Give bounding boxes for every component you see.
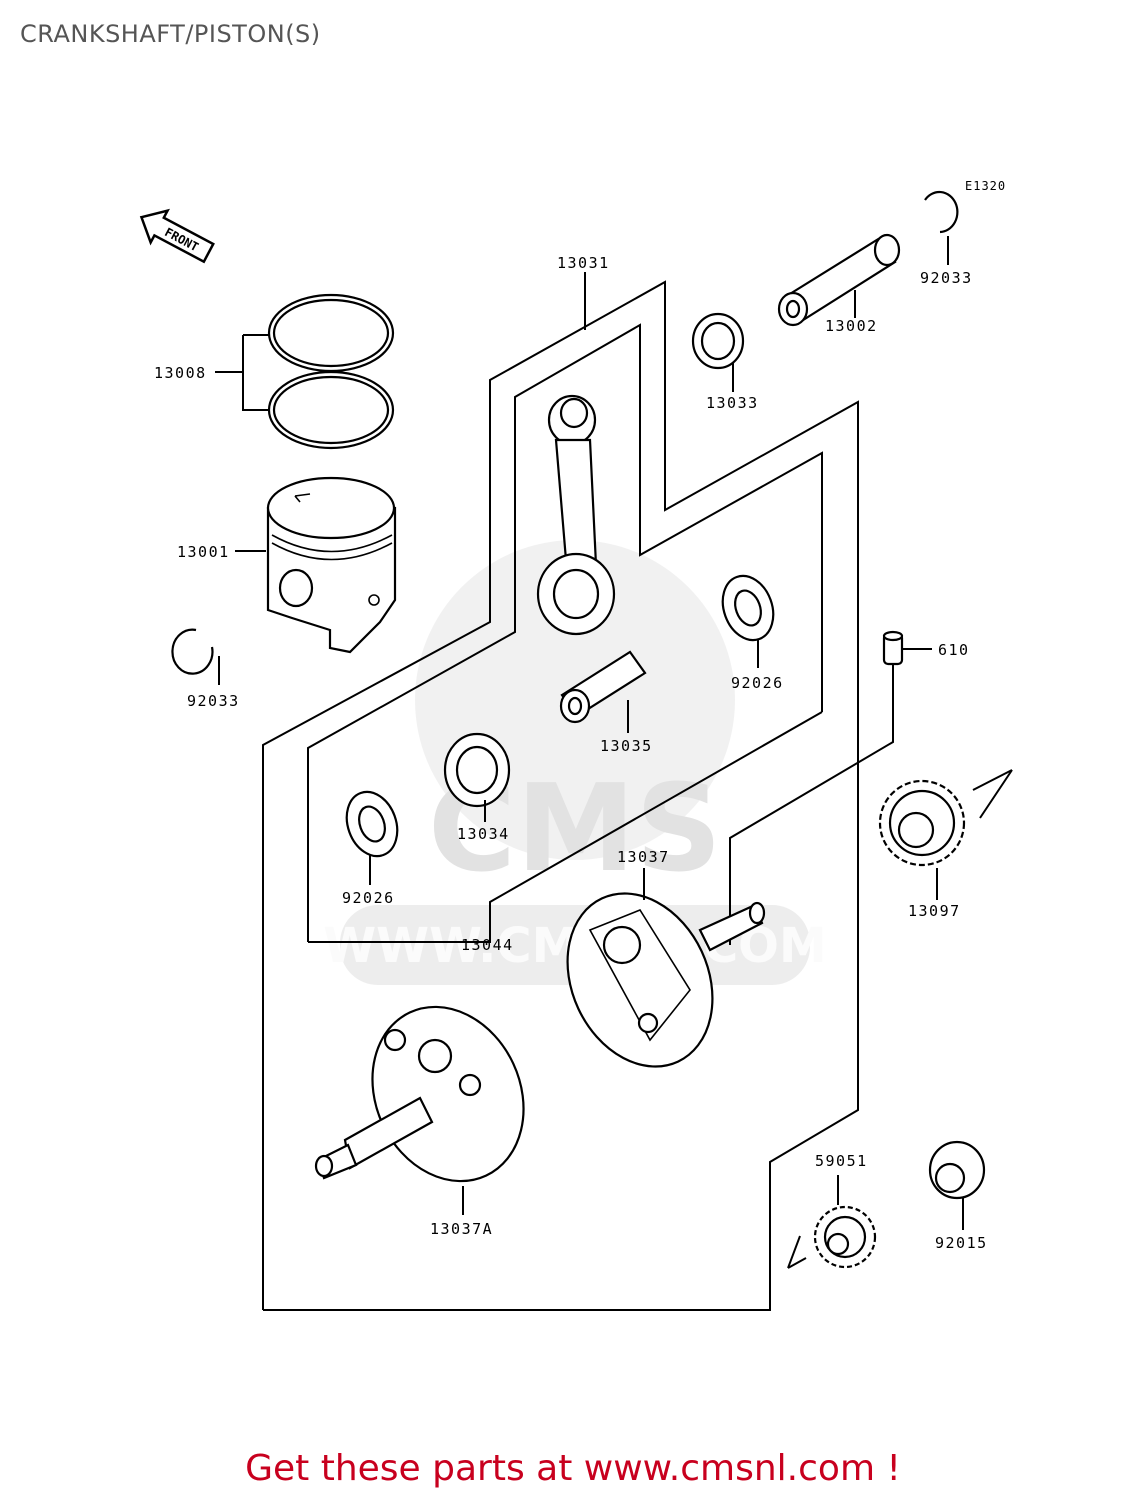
- piston-pin: [777, 233, 901, 327]
- part-label: 610: [938, 641, 970, 659]
- part-label: 92033: [187, 692, 240, 710]
- part-label: 13002: [825, 317, 878, 335]
- part-label: 13037: [617, 848, 670, 866]
- needle-bearing-big-end: [443, 732, 511, 822]
- group-outline-610: [729, 665, 894, 945]
- part-label: 13001: [177, 543, 230, 561]
- part-label: 13008: [154, 364, 207, 382]
- front-arrow-icon: FRONT: [139, 208, 215, 264]
- part-label: 92026: [342, 889, 395, 907]
- part-label: 13033: [706, 394, 759, 412]
- thrust-washer-left: [345, 790, 399, 885]
- crankshaft-half-left: [314, 1005, 525, 1215]
- part-label: 13097: [908, 902, 961, 920]
- part-label: 92026: [731, 674, 784, 692]
- dowel-pin: [882, 630, 932, 666]
- connecting-rod: [536, 272, 616, 636]
- part-label: 59051: [815, 1152, 868, 1170]
- part-label: 13035: [600, 737, 653, 755]
- piston-rings: [215, 293, 395, 450]
- crank-pin: [559, 650, 647, 733]
- circlip-left: [171, 628, 220, 685]
- part-label: 13044: [461, 936, 514, 954]
- part-labels: 13031 92033 13002 13033 13008 13001 9203…: [154, 254, 988, 1252]
- part-label: 13037A: [430, 1220, 493, 1238]
- parts-diagram: CMS WWW.CMSNL.COM E1320 FRONT: [139, 179, 1013, 1311]
- part-label: 92015: [935, 1234, 988, 1252]
- part-label: 13031: [557, 254, 610, 272]
- footer-link[interactable]: Get these parts at www.cmsnl.com !: [245, 1448, 901, 1489]
- diagram-code: E1320: [965, 179, 1006, 193]
- needle-bearing-small-end: [691, 312, 745, 392]
- part-label: 13034: [457, 825, 510, 843]
- thrust-washer-right: [721, 574, 775, 668]
- circlip-right: [924, 190, 959, 265]
- crankshaft-half-right: [566, 868, 766, 1068]
- piston: [235, 476, 397, 654]
- part-label: 92033: [920, 269, 973, 287]
- footer-cta[interactable]: Get these parts at www.cmsnl.com !: [0, 1448, 1146, 1489]
- nut: [928, 1140, 986, 1230]
- group-outline-13044: [307, 323, 823, 943]
- page-title: CRANKSHAFT/PISTON(S): [20, 20, 321, 48]
- group-outline-13031: [262, 280, 859, 1311]
- gear-primary: [878, 769, 1013, 900]
- gear-pump-drive: [787, 1175, 877, 1269]
